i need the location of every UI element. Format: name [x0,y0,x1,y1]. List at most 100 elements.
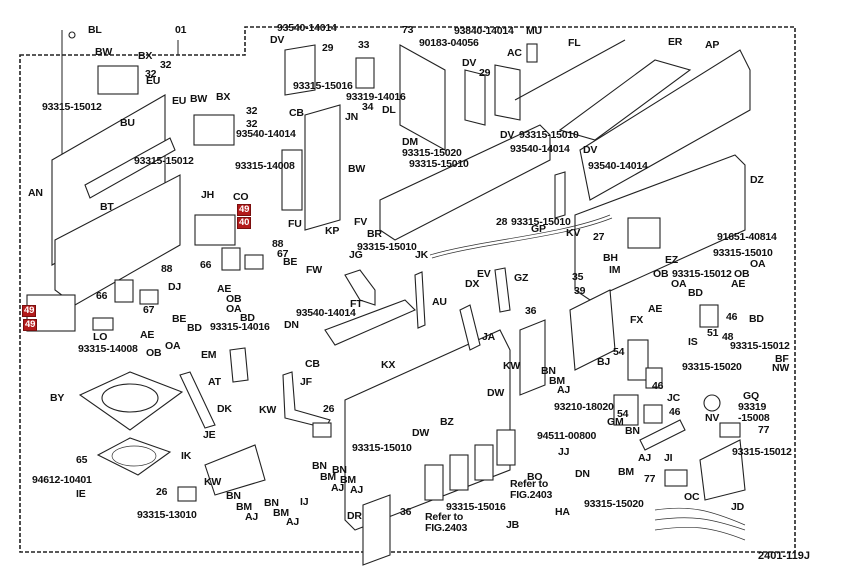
part-label-BW-3: BW [348,163,366,175]
part-label-91651-40814: 91651-40814 [717,231,777,243]
panel-29-a [284,44,316,96]
part-label-FV: FV [354,216,368,228]
part-label-AT: AT [208,376,221,388]
part-label-GQ: GQ [743,390,759,402]
part-label-66-b: 66 [96,290,108,302]
bracket-JA [459,304,481,351]
panel-AP [579,49,751,201]
part-label-66-a: 66 [200,259,212,271]
part-label-BN-d: BN [332,464,347,476]
part-label-93315-15010-b: 93315-15010 [519,129,579,141]
rod-FL [514,39,626,101]
part-label-77-a: 77 [644,473,656,485]
relay-BZ-1 [449,454,469,491]
part-label-93315-15016-a: 93315-15016 [293,80,353,92]
part-label-88-b: 88 [161,263,173,275]
panel-KP [304,104,341,231]
fan-blades [111,445,157,467]
part-label-BH: BH [603,252,618,264]
plate-EZ [627,217,661,249]
part-label-49-a: 49 [237,204,252,216]
part-label-EV: EV [477,268,491,280]
part-label-refer-b: Refer to FIG.2403 [425,511,468,535]
chassis-KX [344,329,511,531]
bracket-JE [204,444,266,496]
part-label-GZ: GZ [514,272,529,284]
part-label-93315-15016-b: 93315-15016 [446,501,506,513]
part-label-BN-a: BN [226,490,241,502]
part-label-AJ-e: AJ [557,384,571,396]
component-77-a [664,469,688,487]
part-label-BO: BO [527,471,543,483]
relay-DW-1 [424,464,444,501]
part-label-FL: FL [568,37,581,49]
part-label-93319-15008: 93319 -15008 [738,401,770,425]
part-label-JH: JH [201,189,215,201]
part-label-KW-b: KW [204,476,222,488]
part-label-93210-18020: 93210-18020 [554,401,614,413]
part-label-28: 28 [496,216,508,228]
part-label-JC: JC [667,392,681,404]
part-label-OB-b: OB [146,347,162,359]
part-label-BY: BY [50,392,65,404]
part-label-BW-1: BW [95,46,113,58]
part-label-BN-c: BN [312,460,327,472]
part-label-DV-a: DV [270,34,285,46]
part-label-93315-15010-d: 93315-15010 [511,216,571,228]
pcb-36-a [519,319,546,396]
transformer-1 [97,65,139,95]
plate-54-a [627,339,649,381]
relay-DW-2 [496,429,516,466]
chassis-28 [379,124,551,241]
part-label-49-b: 49 [22,305,37,317]
part-label-GM: GM [607,416,624,428]
part-label-BN-b: BN [264,497,279,509]
part-label-MU: MU [526,25,542,37]
part-label-33: 33 [358,39,370,51]
part-label-IS: IS [688,336,698,348]
part-label-26-b: 26 [323,403,335,415]
part-label-BZ: BZ [440,416,454,428]
part-label-KW-a: KW [259,404,277,416]
part-label-67-b: 67 [143,304,155,316]
assembly-boundary [19,26,796,553]
part-label-CB-a: CB [305,358,320,370]
part-label-93319-14016: 93319-14016 [346,91,406,103]
part-label-40: 40 [237,217,252,229]
part-label-KV: KV [566,227,581,239]
part-label-BF: BF [775,353,789,365]
part-label-93315-13010: 93315-13010 [137,509,197,521]
part-label-EZ: EZ [665,254,679,266]
part-label-OB-d: OB [734,268,750,280]
part-label-93315-15012-b: 93315-15012 [134,155,194,167]
part-label-HA: HA [555,506,570,518]
part-label-ER: ER [668,36,683,48]
component-46-a [699,304,719,328]
part-label-93540-14014-c: 93540-14014 [277,22,337,34]
part-label-DZ: DZ [750,174,764,186]
part-label-32-b: 32 [145,68,157,80]
part-label-EM: EM [201,349,217,361]
part-label-OA-d: OA [750,258,766,270]
part-label-93315-15020-a: 93315-15020 [402,147,462,159]
part-label-BM-e: BM [549,375,565,387]
part-label-JA: JA [482,331,496,343]
plate-66-b [114,279,134,303]
part-label-93315-14008-a: 93315-14008 [235,160,295,172]
part-label-93315-15020-b: 93315-15020 [682,361,742,373]
part-label-AJ-a: AJ [245,511,259,523]
part-label-GP: GP [531,223,546,235]
part-label-93315-15012-d: 93315-15012 [730,340,790,352]
part-label-77-b: 77 [758,424,770,436]
part-label-36-a: 36 [400,506,412,518]
component-77-b [719,422,741,438]
part-label-93315-14008-b: 93315-14008 [78,343,138,355]
bracket-JD [699,439,746,501]
part-label-32-c: 32 [246,105,258,117]
part-label-BD-c: BD [688,287,703,299]
part-label-AE-b: AE [140,329,155,341]
block-67-b [139,289,159,305]
part-label-DV-b: DV [462,57,477,69]
part-label-AU: AU [432,296,447,308]
part-label-AJ-b: AJ [286,516,300,528]
